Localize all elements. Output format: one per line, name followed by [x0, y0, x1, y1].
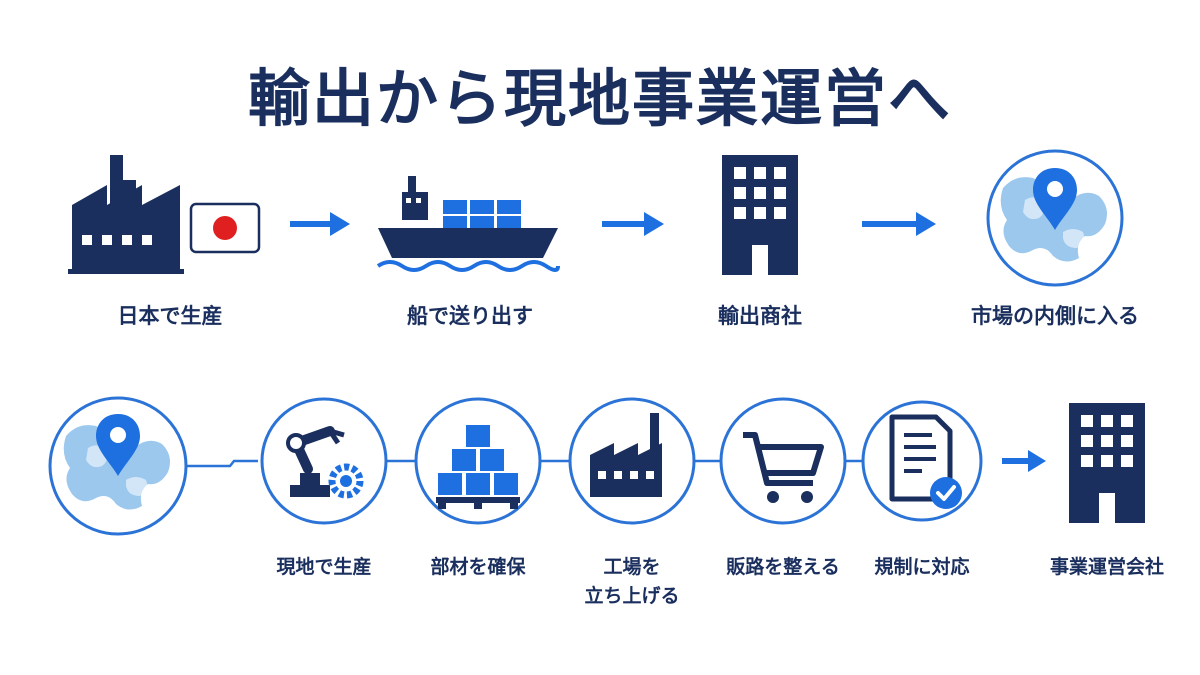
step-label: 船で送り出す: [407, 304, 533, 328]
arrow-4: [1002, 450, 1046, 472]
arrow-3: [862, 212, 936, 236]
document-check-icon: [861, 400, 983, 522]
stacked-boxes-icon: [414, 397, 542, 525]
step-label: 市場の内側に入る: [971, 304, 1139, 328]
step-label: 事業運営会社: [1049, 556, 1164, 578]
arrow-1: [290, 212, 350, 236]
step-label: 日本で生産: [117, 304, 223, 328]
factory-icon: [568, 397, 696, 525]
arrow-2: [602, 212, 664, 236]
page-title: 輸出から現地事業運営へ: [247, 62, 952, 135]
shopping-cart-icon: [719, 397, 847, 525]
step-label: 輸出商社: [718, 304, 802, 328]
map-pin-icon: [48, 396, 188, 536]
japan-flag-icon: [189, 202, 261, 254]
office-building-icon: [1069, 403, 1145, 523]
step-label: 部材を確保: [430, 556, 526, 578]
step-label: 工場を 立ち上げる: [584, 556, 680, 607]
step-label: 規制に対応: [874, 556, 970, 578]
step-label: 現地で生産: [276, 556, 372, 578]
step-label: 販路を整える: [726, 556, 840, 578]
factory-icon: [68, 155, 184, 274]
office-building-icon: [722, 155, 798, 275]
robot-arm-icon: [260, 397, 388, 525]
map-pin-icon: [986, 149, 1124, 287]
cargo-ship-icon: [376, 176, 560, 272]
